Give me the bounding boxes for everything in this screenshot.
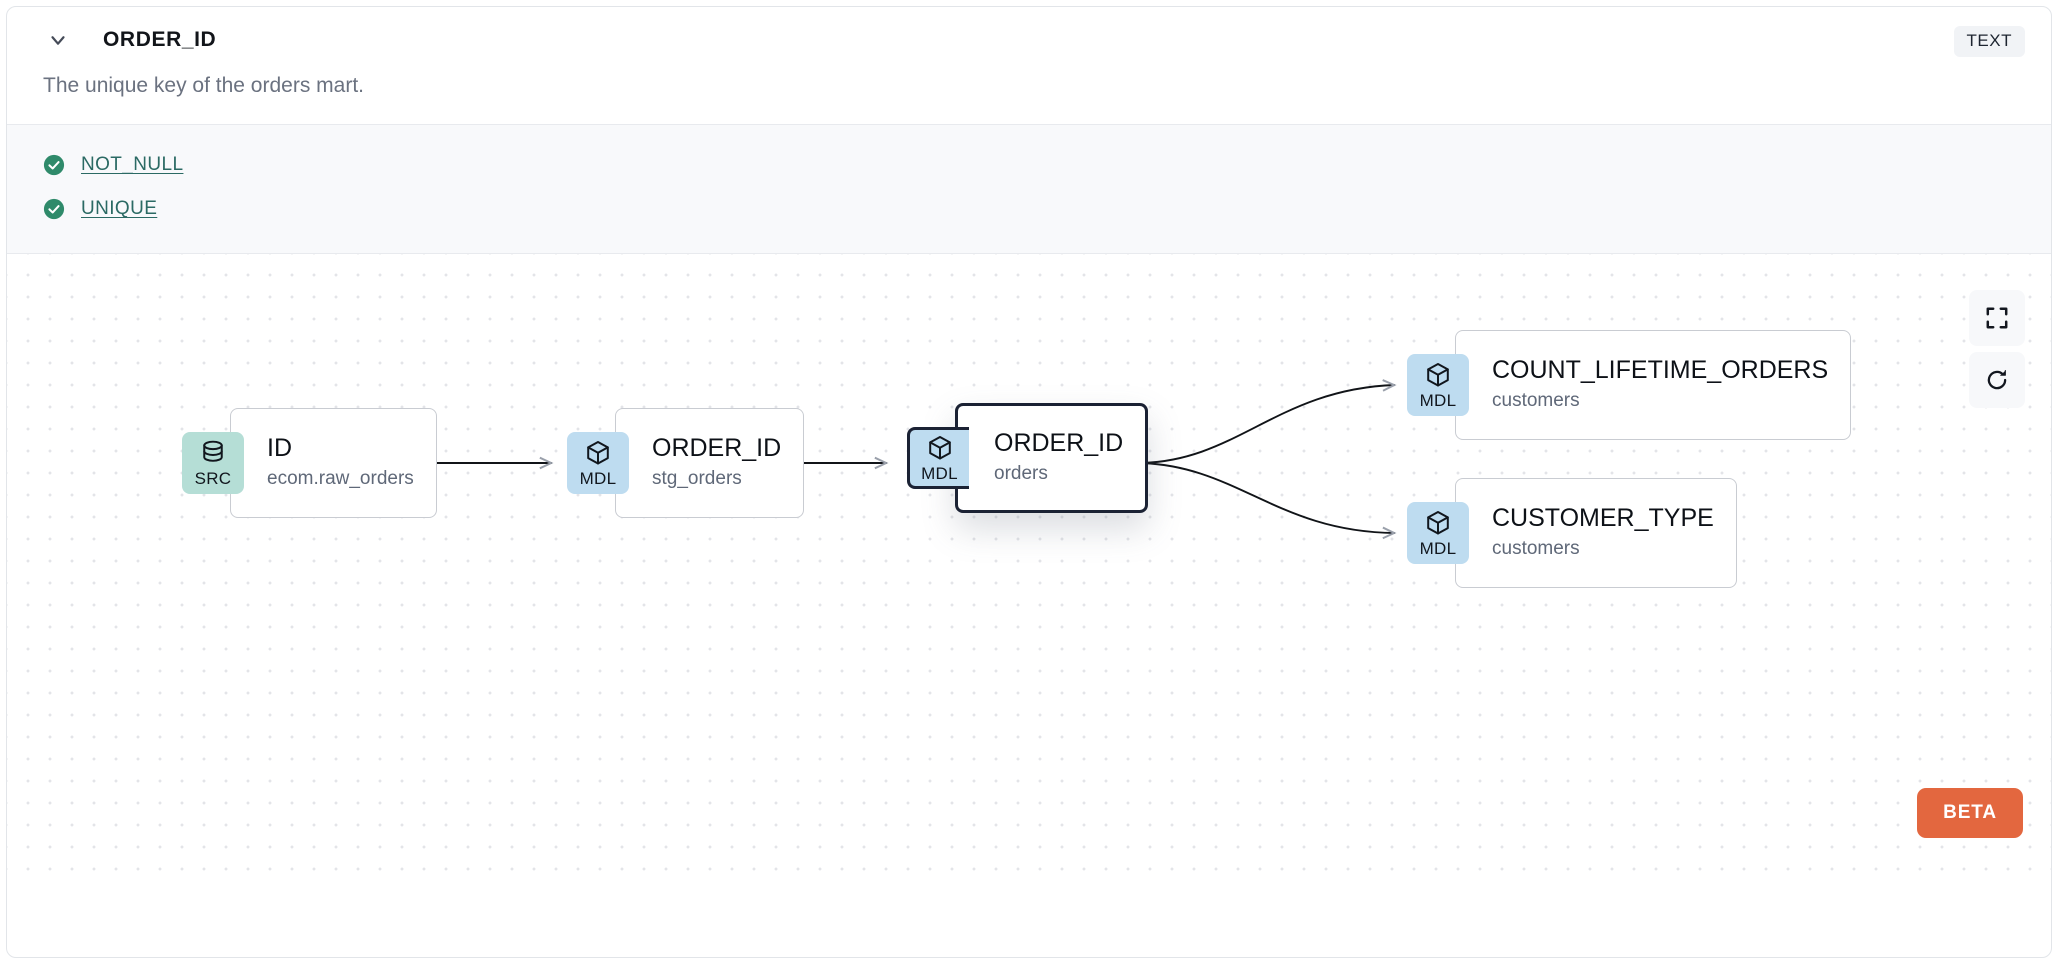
node-badge-label: MDL <box>1419 539 1457 559</box>
node-badge-mdl: MDL <box>1407 354 1469 417</box>
column-description: The unique key of the orders mart. <box>43 74 364 97</box>
refresh-icon <box>1987 370 2007 390</box>
test-link-not-null[interactable]: NOT_NULL <box>81 154 184 176</box>
test-link-unique[interactable]: UNIQUE <box>81 198 158 220</box>
beta-badge[interactable]: BETA <box>1917 788 2023 839</box>
cube-icon <box>1427 363 1449 387</box>
graph-controls <box>1969 290 2025 409</box>
lineage-node-customers-customer-type[interactable]: MDL CUSTOMER_TYPE customers <box>1407 478 1737 589</box>
node-body: ORDER_ID stg_orders <box>615 408 805 519</box>
check-circle-icon <box>43 199 65 220</box>
node-column-name: CUSTOMER_TYPE <box>1492 504 1714 533</box>
node-body: ORDER_ID orders <box>955 403 1149 514</box>
lineage-node-stg-order-id[interactable]: MDL ORDER_ID stg_orders <box>567 408 805 519</box>
node-column-name: COUNT_LIFETIME_ORDERS <box>1492 356 1829 385</box>
chevron-down-icon[interactable] <box>43 25 73 55</box>
node-column-name: ID <box>267 434 292 463</box>
node-badge-mdl: MDL <box>1407 502 1469 565</box>
node-column-name: ORDER_ID <box>652 434 782 463</box>
node-badge-mdl: MDL <box>907 427 969 490</box>
node-body: ID ecom.raw_orders <box>230 408 437 519</box>
node-body: COUNT_LIFETIME_ORDERS customers <box>1455 330 1852 441</box>
node-badge-mdl: MDL <box>567 432 629 495</box>
tests-section: NOT_NULL UNIQUE <box>7 124 2051 255</box>
test-row: NOT_NULL <box>43 143 2015 187</box>
node-source-name: ecom.raw_orders <box>267 468 414 490</box>
lineage-node-src-id[interactable]: SRC ID ecom.raw_orders <box>182 408 437 519</box>
page-title: ORDER_ID <box>103 28 217 51</box>
node-badge-label: MDL <box>921 464 958 484</box>
node-badge-label: SRC <box>194 469 232 489</box>
fit-view-button[interactable] <box>1969 290 2025 347</box>
node-source-name: customers <box>1492 538 1580 560</box>
check-circle-icon <box>43 155 65 176</box>
node-badge-label: MDL <box>1419 391 1457 411</box>
card-header: ORDER_ID TEXT <box>7 7 2051 73</box>
test-row: UNIQUE <box>43 187 2015 231</box>
node-badge-src: SRC <box>182 432 244 495</box>
node-source-name: customers <box>1492 390 1580 412</box>
cube-icon <box>587 441 609 465</box>
data-type-badge: TEXT <box>1953 26 2025 57</box>
cube-icon <box>1427 511 1449 535</box>
edge-orders-to-count-lifetime-orders <box>1138 385 1395 465</box>
lineage-node-orders-order-id[interactable]: MDL ORDER_ID orders <box>907 403 1149 514</box>
edge-orders-to-customer-type <box>1138 462 1395 533</box>
fullscreen-icon <box>1986 307 2008 329</box>
node-column-name: ORDER_ID <box>994 429 1124 458</box>
lineage-node-customers-count-lifetime-orders[interactable]: MDL COUNT_LIFETIME_ORDERS customers <box>1407 330 1852 441</box>
node-source-name: stg_orders <box>652 468 742 490</box>
cube-icon <box>928 436 951 460</box>
database-icon <box>203 440 223 462</box>
refresh-button[interactable] <box>1969 352 2025 409</box>
node-source-name: orders <box>994 463 1048 485</box>
lineage-graph-canvas[interactable]: SRC ID ecom.raw_orders MDL ORDER_ID stg_… <box>7 254 2051 873</box>
node-badge-label: MDL <box>579 469 617 489</box>
node-body: CUSTOMER_TYPE customers <box>1455 478 1737 589</box>
column-detail-card: ORDER_ID TEXT The unique key of the orde… <box>6 6 2052 958</box>
